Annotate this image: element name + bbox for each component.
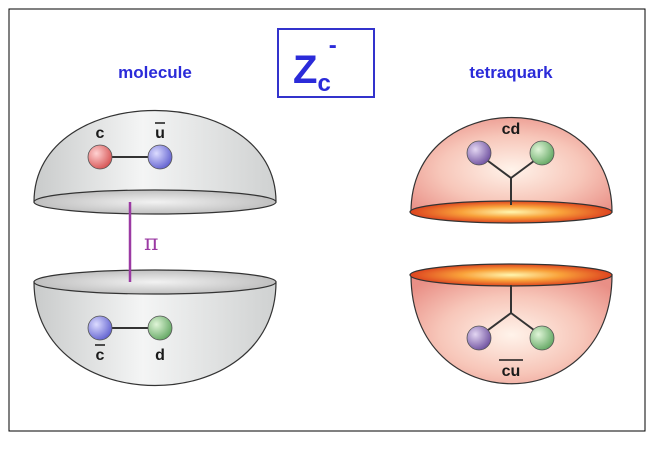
bottom-quark-left-label: c — [96, 347, 105, 364]
top-diquark-label: cd — [502, 121, 521, 138]
title-text: Zc- — [293, 32, 337, 97]
top-diquark-right-ball — [529, 140, 555, 166]
tetraquark-heading: tetraquark — [469, 63, 553, 82]
bottom-quark-right-label: d — [155, 347, 165, 364]
top-quark-left-label: c — [96, 125, 105, 142]
top-quark-right-label: u — [155, 125, 165, 142]
bottom-quark-right-ball — [147, 315, 173, 341]
title-box — [277, 28, 375, 98]
molecule-heading: molecule — [118, 63, 192, 82]
top-diquark-left-ball — [466, 140, 492, 166]
top-quark-right-ball — [147, 144, 173, 170]
top-quark-left-ball — [87, 144, 113, 170]
bottom-diquark-label: cu — [502, 363, 521, 380]
bottom-diquark-left-ball — [466, 325, 492, 351]
bottom-quark-left-ball — [87, 315, 113, 341]
tetraquark-bottom-hemisphere — [409, 263, 613, 385]
tetraquark-top-hemisphere — [409, 116, 613, 224]
bottom-diquark-right-ball — [529, 325, 555, 351]
pion-label: π — [144, 231, 158, 256]
